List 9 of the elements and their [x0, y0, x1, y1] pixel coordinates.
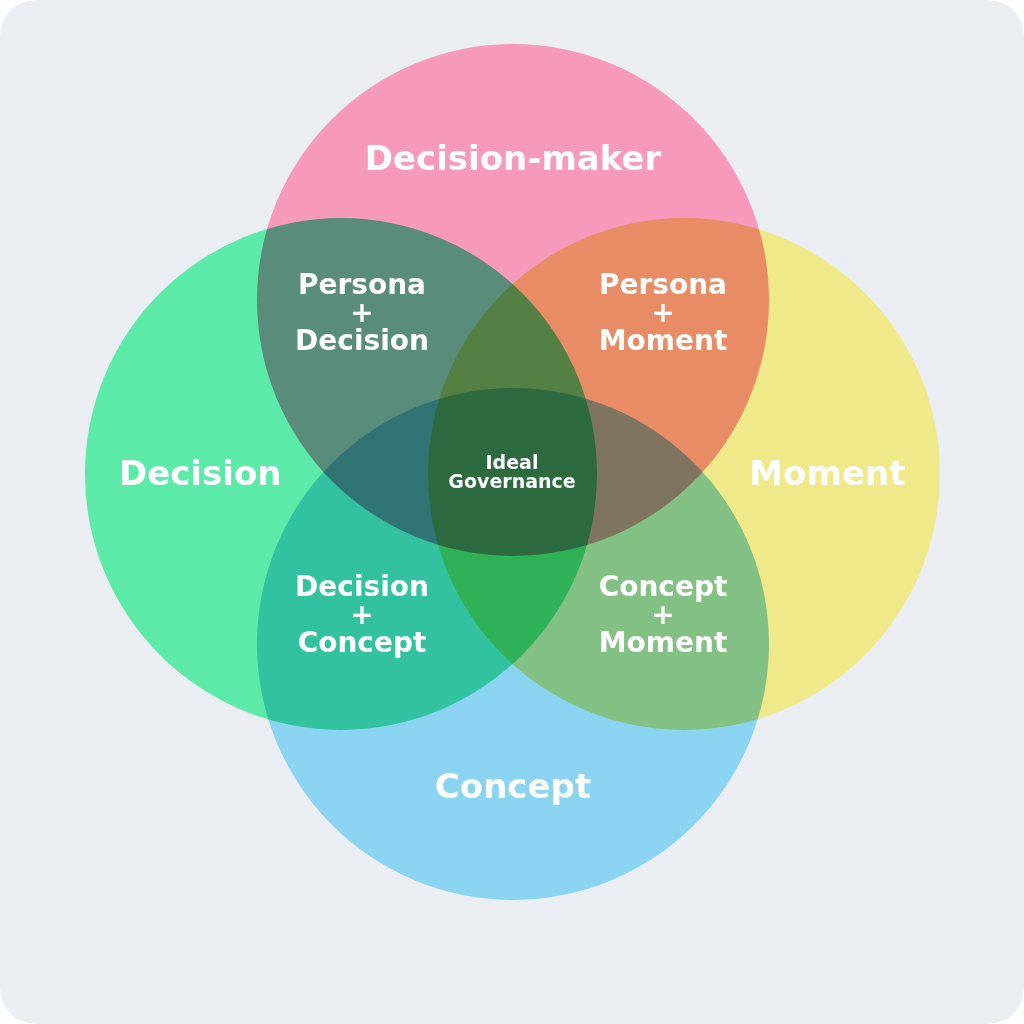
overlap-label: Persona + Decision — [295, 271, 429, 355]
overlap-label: Concept + Moment — [598, 573, 728, 657]
circle-label: Moment — [749, 455, 906, 493]
circle-label: Concept — [434, 768, 592, 807]
circle-label: Decision-maker — [364, 140, 662, 178]
overlap-label: Persona + Moment — [598, 271, 728, 355]
circle-label: Decision — [118, 455, 282, 493]
overlap-label: Ideal Governance — [448, 453, 576, 491]
overlap-label: Decision + Concept — [295, 573, 429, 657]
